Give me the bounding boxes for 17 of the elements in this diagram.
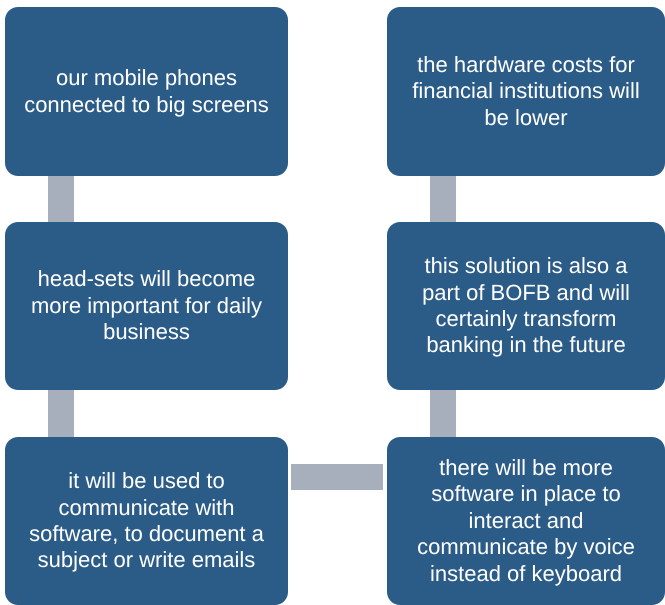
box-text: there will be more software in place to interact and communicate by voice instead of keyboard [416, 455, 636, 587]
process-box [5, 7, 288, 176]
box-text: the hardware costs for financial institutions will be lower [411, 52, 641, 132]
process-box [5, 222, 288, 390]
connector-bar [430, 390, 456, 437]
process-box [387, 222, 665, 390]
connector-bar [48, 390, 74, 437]
connector-bar [291, 464, 383, 490]
box-text: head-sets will become more important for daily business [30, 266, 264, 346]
connector-bar [430, 176, 456, 222]
box-text: it will be used to communicate with software, to document a subject or write emails [28, 468, 265, 574]
process-box [387, 7, 665, 176]
process-box [387, 437, 665, 605]
connector-bar [48, 176, 74, 222]
box-text: our mobile phones connected to big screens [23, 65, 270, 118]
box-text: this solution is also a part of BOFB and will certainly transform banking in the future [421, 253, 631, 359]
process-box [5, 437, 288, 605]
